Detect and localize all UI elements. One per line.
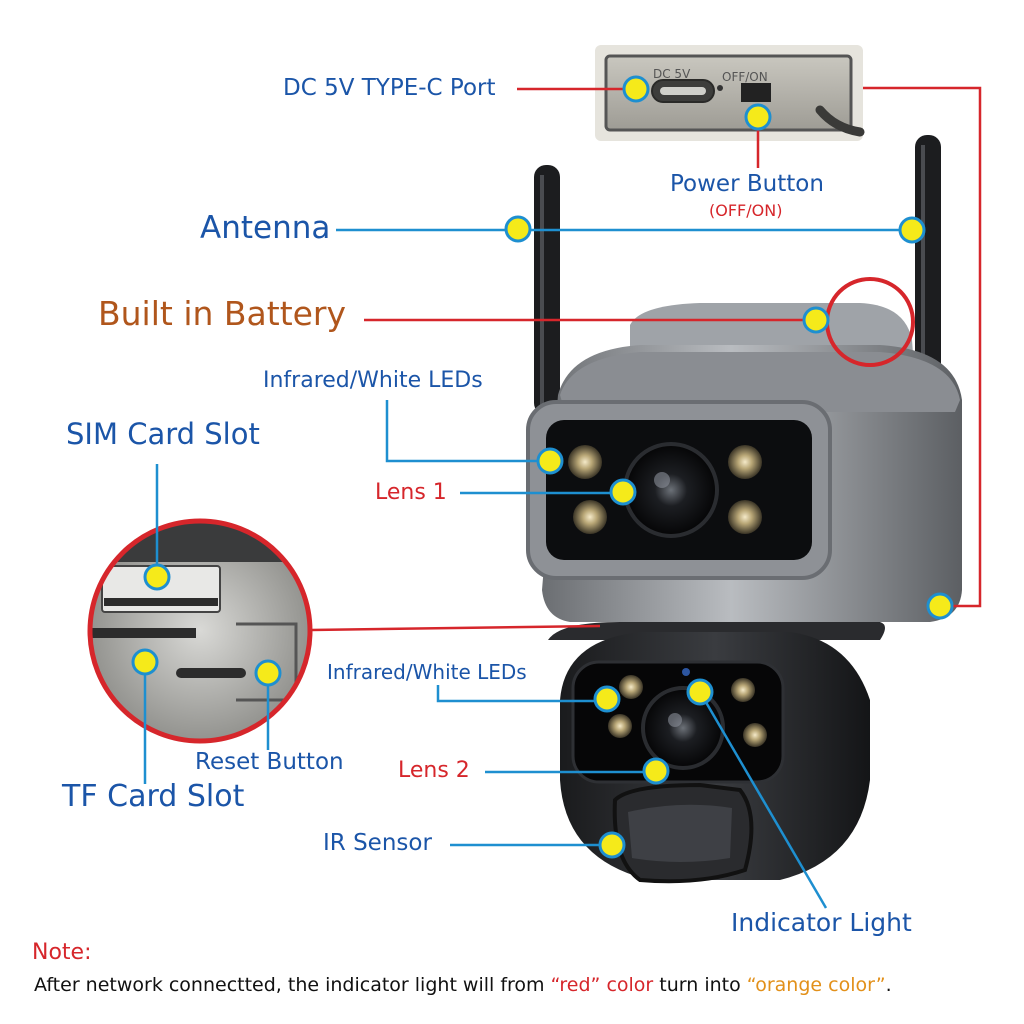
lens-1 xyxy=(623,442,719,538)
lower-body xyxy=(548,622,885,884)
dot-indicator-light xyxy=(686,678,714,706)
power-switch xyxy=(741,83,771,102)
label-ir-leds-1: Infrared/White LEDs xyxy=(263,368,483,393)
dot-ir-leds-1 xyxy=(536,447,564,475)
label-battery: Built in Battery xyxy=(98,294,347,333)
line-indicator-light xyxy=(698,691,828,909)
dot-dc-port xyxy=(622,75,650,103)
reset-recess xyxy=(236,622,298,702)
note-text-after: . xyxy=(885,974,892,996)
note-red-text: “red” color xyxy=(550,974,654,996)
callout-lines xyxy=(143,86,982,909)
inset-ring xyxy=(87,518,313,744)
note-orange-text: “orange color” xyxy=(746,974,886,996)
label-lens-2: Lens 2 xyxy=(398,758,470,783)
type-c-port-inner xyxy=(660,87,706,95)
sim-slot-opening xyxy=(104,598,218,606)
tf-slot-opening xyxy=(90,628,196,638)
led-2d xyxy=(743,723,767,747)
line-ir-leds-1 xyxy=(385,400,550,463)
dot-port-panel xyxy=(926,592,954,620)
cable xyxy=(815,105,865,137)
label-dc-port: DC 5V TYPE-C Port xyxy=(283,75,496,101)
led-2b xyxy=(608,714,632,738)
lens-2 xyxy=(641,686,725,770)
label-ir-leds-2: Infrared/White LEDs xyxy=(327,660,527,684)
port-led-dot xyxy=(717,85,723,91)
lens-2-glare xyxy=(668,713,682,727)
port-label-dc: DC 5V xyxy=(653,67,691,81)
dot-battery xyxy=(802,306,830,334)
note-title: Note: xyxy=(32,940,92,965)
line-port-panel xyxy=(863,86,982,608)
line-ir-leds-2 xyxy=(436,685,607,703)
label-lens-1: Lens 1 xyxy=(375,480,447,505)
led-2c xyxy=(731,678,755,702)
antenna-left xyxy=(534,165,560,415)
label-antenna: Antenna xyxy=(200,210,331,246)
label-power-button: Power Button xyxy=(670,171,824,197)
label-tf-slot: TF Card Slot xyxy=(62,779,245,814)
inset-gap xyxy=(176,668,246,678)
dot-reset-button xyxy=(254,659,282,687)
callout-dots xyxy=(131,75,954,859)
label-ir-sensor: IR Sensor xyxy=(323,830,432,856)
label-reset-button: Reset Button xyxy=(195,749,344,775)
led-1d xyxy=(728,500,762,534)
slot-inset xyxy=(87,518,313,744)
label-power-button-sub: (OFF/ON) xyxy=(709,201,783,220)
port-label-switch: OFF/ON xyxy=(722,70,768,84)
led-1b xyxy=(573,500,607,534)
led-1c xyxy=(728,445,762,479)
note-text-before: After network connectted, the indicator … xyxy=(34,974,551,996)
line-slot-inset xyxy=(310,624,601,632)
dot-antenna-left xyxy=(504,215,532,243)
port-panel-plate xyxy=(604,54,853,132)
indicator-light xyxy=(682,668,690,676)
dot-ir-leds-2 xyxy=(593,685,621,713)
dot-sim-slot xyxy=(143,563,171,591)
dot-ir-sensor xyxy=(598,831,626,859)
note-text-middle: turn into xyxy=(653,974,747,996)
lens-1-glare xyxy=(654,472,670,488)
port-panel: DC 5V OFF/ON xyxy=(595,45,865,141)
dot-power-button xyxy=(744,103,772,131)
dot-tf-slot xyxy=(131,648,159,676)
dot-antenna-right xyxy=(898,216,926,244)
antenna-left-highlight xyxy=(540,175,544,405)
label-sim-slot: SIM Card Slot xyxy=(66,417,260,451)
upper-body xyxy=(526,303,962,622)
note-text: After network connectted, the indicator … xyxy=(34,974,892,996)
led-2a xyxy=(619,675,643,699)
upper-ridged-ring xyxy=(560,352,960,412)
dot-lens-2 xyxy=(642,757,670,785)
led-1a xyxy=(568,445,602,479)
ir-sensor-lens xyxy=(628,804,732,862)
label-indicator-light: Indicator Light xyxy=(731,908,912,937)
dot-lens-1 xyxy=(609,478,637,506)
